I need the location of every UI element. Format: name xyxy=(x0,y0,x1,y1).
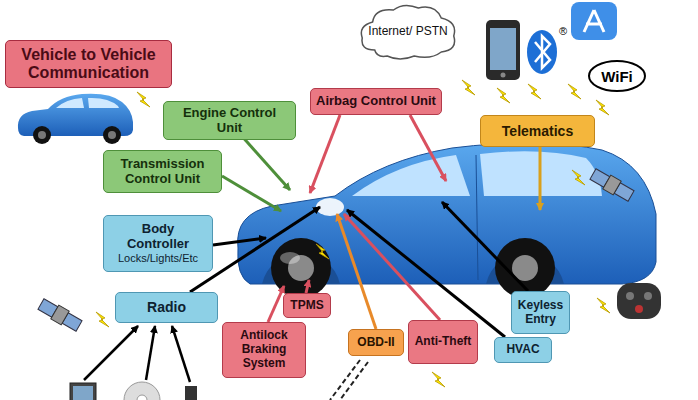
component-box: Antilock Braking System xyxy=(222,322,306,378)
component-name: Radio xyxy=(147,299,186,315)
component-box: Engine Control Unit xyxy=(163,101,296,141)
component-box: Transmission Control Unit xyxy=(103,150,222,193)
component-name: Antilock Braking System xyxy=(228,329,300,370)
component-box: Vehicle to Vehicle Communication xyxy=(5,40,172,88)
icon-label: WiFi xyxy=(592,66,642,86)
arrows xyxy=(84,115,540,382)
component-name: OBD-II xyxy=(357,336,394,350)
satellite xyxy=(589,167,635,203)
component-box: Radio xyxy=(115,292,218,323)
lightning xyxy=(96,80,610,387)
component-box: TPMS xyxy=(283,293,330,318)
wifi-logo xyxy=(589,61,645,91)
component-box: Airbag Control Unit xyxy=(310,88,442,115)
key-fob xyxy=(617,283,661,319)
component-box: OBD-II xyxy=(348,329,404,356)
component-name: Transmission Control Unit xyxy=(109,157,216,187)
cloud-node: Internet/ PSTN xyxy=(356,2,460,62)
component-name: TPMS xyxy=(290,299,323,313)
component-name: Internet/ PSTN xyxy=(368,25,447,39)
app-store-icon xyxy=(571,2,617,40)
component-box: Keyless Entry xyxy=(511,291,570,334)
obd-cable xyxy=(330,360,368,400)
icon-label: ® xyxy=(556,24,570,38)
media-icons xyxy=(70,382,197,400)
component-name: HVAC xyxy=(506,343,539,357)
component-name: Engine Control Unit xyxy=(169,106,290,136)
satellite xyxy=(37,297,83,333)
component-name: Anti-Theft xyxy=(415,335,472,349)
component-box: Telematics xyxy=(480,115,595,147)
component-name: Keyless Entry xyxy=(517,299,564,327)
component-name: Vehicle to Vehicle Communication xyxy=(11,46,166,83)
component-name: Airbag Control Unit xyxy=(316,94,436,109)
component-detail: Locks/Lights/Etc xyxy=(118,252,198,265)
component-box: HVAC xyxy=(494,337,552,363)
component-name: Body Controller xyxy=(109,222,207,252)
bluetooth-icon xyxy=(527,30,557,74)
small-car xyxy=(18,94,133,144)
component-name: Telematics xyxy=(502,123,573,139)
component-box: Body ControllerLocks/Lights/Etc xyxy=(103,215,213,272)
component-box: Anti-Theft xyxy=(408,320,479,364)
phone-icon xyxy=(486,20,520,80)
